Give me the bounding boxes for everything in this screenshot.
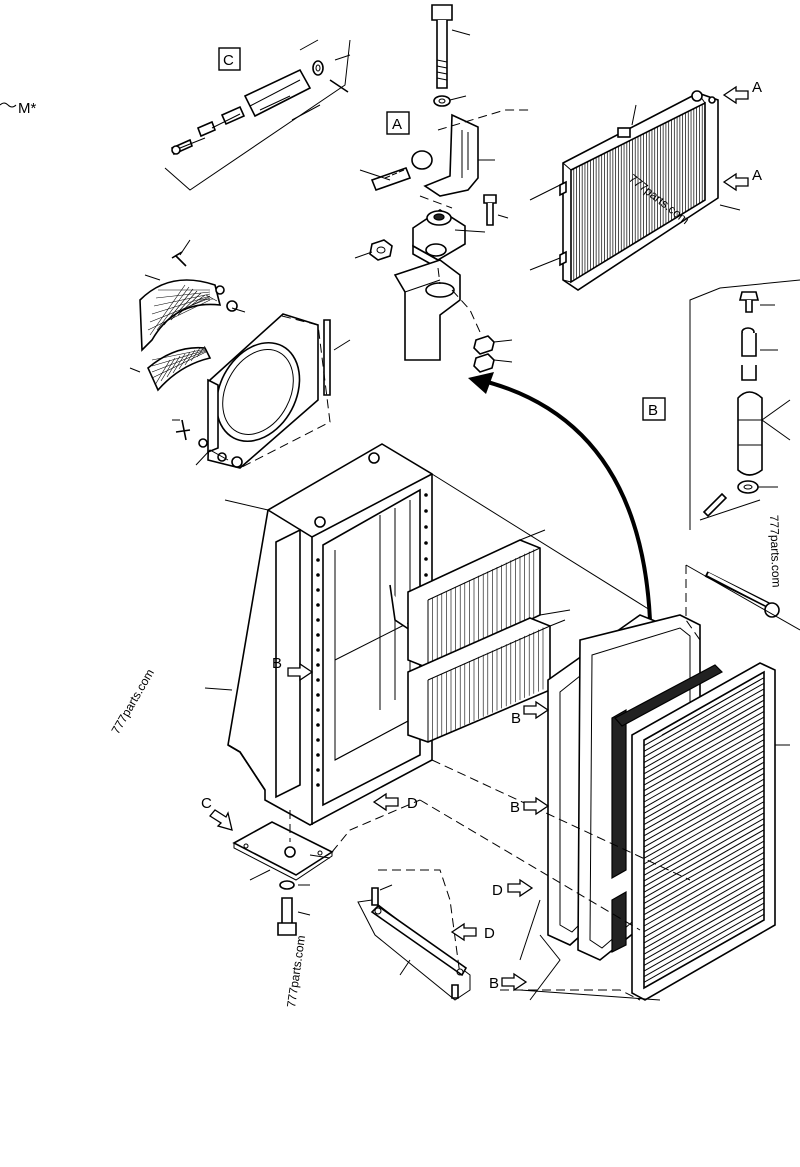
detail-box-a-label: A — [392, 116, 402, 133]
callout-b2: B — [511, 700, 550, 727]
svg-text:D: D — [407, 795, 418, 812]
callout-b3: B — [510, 796, 550, 816]
bottom-plate — [232, 799, 421, 936]
svg-text:C: C — [201, 795, 212, 812]
callout-d3: D — [450, 922, 495, 942]
svg-text:B: B — [272, 655, 282, 672]
callout-c1: C — [201, 795, 233, 831]
watermark-4: 777parts.com — [284, 934, 308, 1008]
detail-box-b-label: B — [648, 402, 658, 419]
top-radiator-core — [529, 90, 741, 291]
detail-box-b — [642, 397, 666, 421]
watermark-2: 777parts.com — [767, 515, 784, 588]
callout-a2: A — [722, 167, 762, 192]
detail-box-c-label: C — [223, 52, 234, 69]
assembly-arrow — [479, 378, 652, 621]
svg-text:B: B — [511, 710, 521, 727]
main-frame — [204, 443, 433, 826]
svg-text:B: B — [489, 975, 499, 992]
svg-text:D: D — [484, 925, 495, 942]
fan-guard-assembly — [129, 239, 351, 469]
callout-a1: A — [722, 79, 762, 105]
detail-b-mount: B — [642, 279, 800, 530]
svg-text:A: A — [752, 79, 762, 96]
svg-text:A: A — [752, 167, 762, 184]
detail-box-c — [218, 47, 241, 71]
detail-c-damper: C — [164, 39, 351, 191]
frame-cores — [407, 473, 651, 743]
svg-text:D: D — [492, 882, 503, 899]
watermark-3: 777parts.com — [108, 667, 156, 737]
svg-text:B: B — [510, 799, 520, 816]
assembly-arrowhead — [468, 372, 494, 394]
callout-d1: D — [372, 792, 418, 812]
detail-box-a — [386, 111, 410, 135]
fragment-label: M* — [18, 100, 36, 117]
callout-d2: D — [492, 878, 534, 899]
front-grille — [631, 662, 790, 1001]
callout-b1: B — [272, 655, 314, 682]
fragment-squiggle — [0, 102, 17, 108]
strap-bracket — [357, 869, 471, 1001]
long-bolt-right — [685, 564, 800, 641]
callout-b4: B — [489, 972, 528, 992]
detail-a-mount: A — [354, 4, 530, 373]
